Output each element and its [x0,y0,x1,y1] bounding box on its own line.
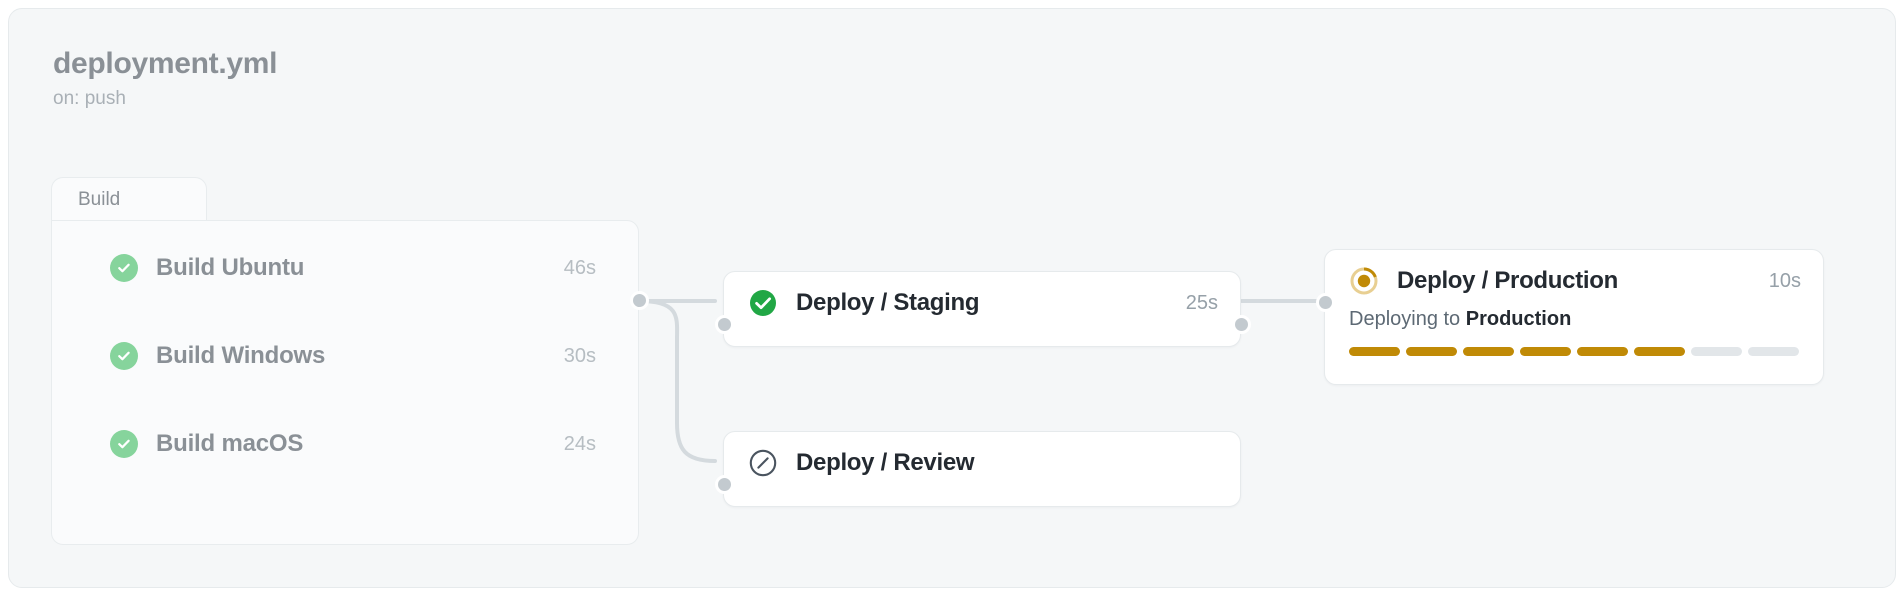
build-row-duration: 24s [563,432,596,455]
handle-staging-input[interactable] [715,315,734,334]
workflow-canvas: deployment.yml on: push Build Build Ubun… [8,8,1896,588]
node-deploy-review[interactable]: Deploy / Review [715,431,1241,507]
build-row-duration: 46s [563,256,596,279]
handle-build-group-output[interactable] [630,291,649,310]
progress-bar [1325,347,1823,356]
build-row[interactable]: Build Windows 30s [52,334,640,378]
progress-segment [1634,347,1685,356]
node-duration: 10s [1768,269,1801,292]
check-circle-icon [110,430,138,458]
job-group-body: Build Ubuntu 46s Build Windows 30s Build… [51,220,639,545]
node-status-prefix: Deploying to [1349,308,1466,330]
node-deploy-production[interactable]: Deploy / Production 10s Deploying to Pro… [1316,249,1824,385]
check-circle-filled-icon [748,288,778,318]
node-deploy-staging[interactable]: Deploy / Staging 25s [715,271,1251,347]
check-circle-icon [110,342,138,370]
job-group-tab-build[interactable]: Build [51,177,207,221]
node-duration: 25s [1185,291,1218,314]
spinner-running-icon [1349,266,1379,296]
job-group-tab-label: Build [78,188,121,210]
handle-staging-output[interactable] [1232,315,1251,334]
node-title: Deploy / Production [1397,267,1618,294]
build-row-label: Build Ubuntu [156,254,305,281]
handle-production-input[interactable] [1316,293,1335,312]
progress-segment [1520,347,1571,356]
progress-segment [1349,347,1400,356]
node-title: Deploy / Review [796,449,975,476]
edge-build-to-review [638,299,717,463]
build-row-duration: 30s [563,344,596,367]
node-status-text: Deploying to Production [1325,308,1823,331]
progress-segment [1463,347,1514,356]
page-title: deployment.yml [53,47,278,80]
node-header: Deploy / Staging 25s [724,272,1240,334]
build-row-label: Build Windows [156,342,326,369]
job-group-build[interactable]: Build Build Ubuntu 46s Build Windows 30s [51,177,649,545]
progress-segment [1691,347,1742,356]
graph-header: deployment.yml on: push [53,47,277,111]
node-title: Deploy / Staging [796,289,980,316]
node-header: Deploy / Production 10s [1325,250,1823,312]
progress-segment [1748,347,1799,356]
node-header: Deploy / Review [724,432,1240,494]
skipped-circle-slash-icon [748,448,778,478]
progress-segment [1406,347,1457,356]
build-row[interactable]: Build Ubuntu 46s [52,246,640,290]
workflow-trigger-label: on: push [53,88,126,109]
build-row[interactable]: Build macOS 24s [52,422,640,466]
node-status-target: Production [1465,308,1572,330]
handle-review-input[interactable] [715,475,734,494]
build-row-label: Build macOS [156,430,304,457]
check-circle-icon [110,254,138,282]
progress-segment [1577,347,1628,356]
